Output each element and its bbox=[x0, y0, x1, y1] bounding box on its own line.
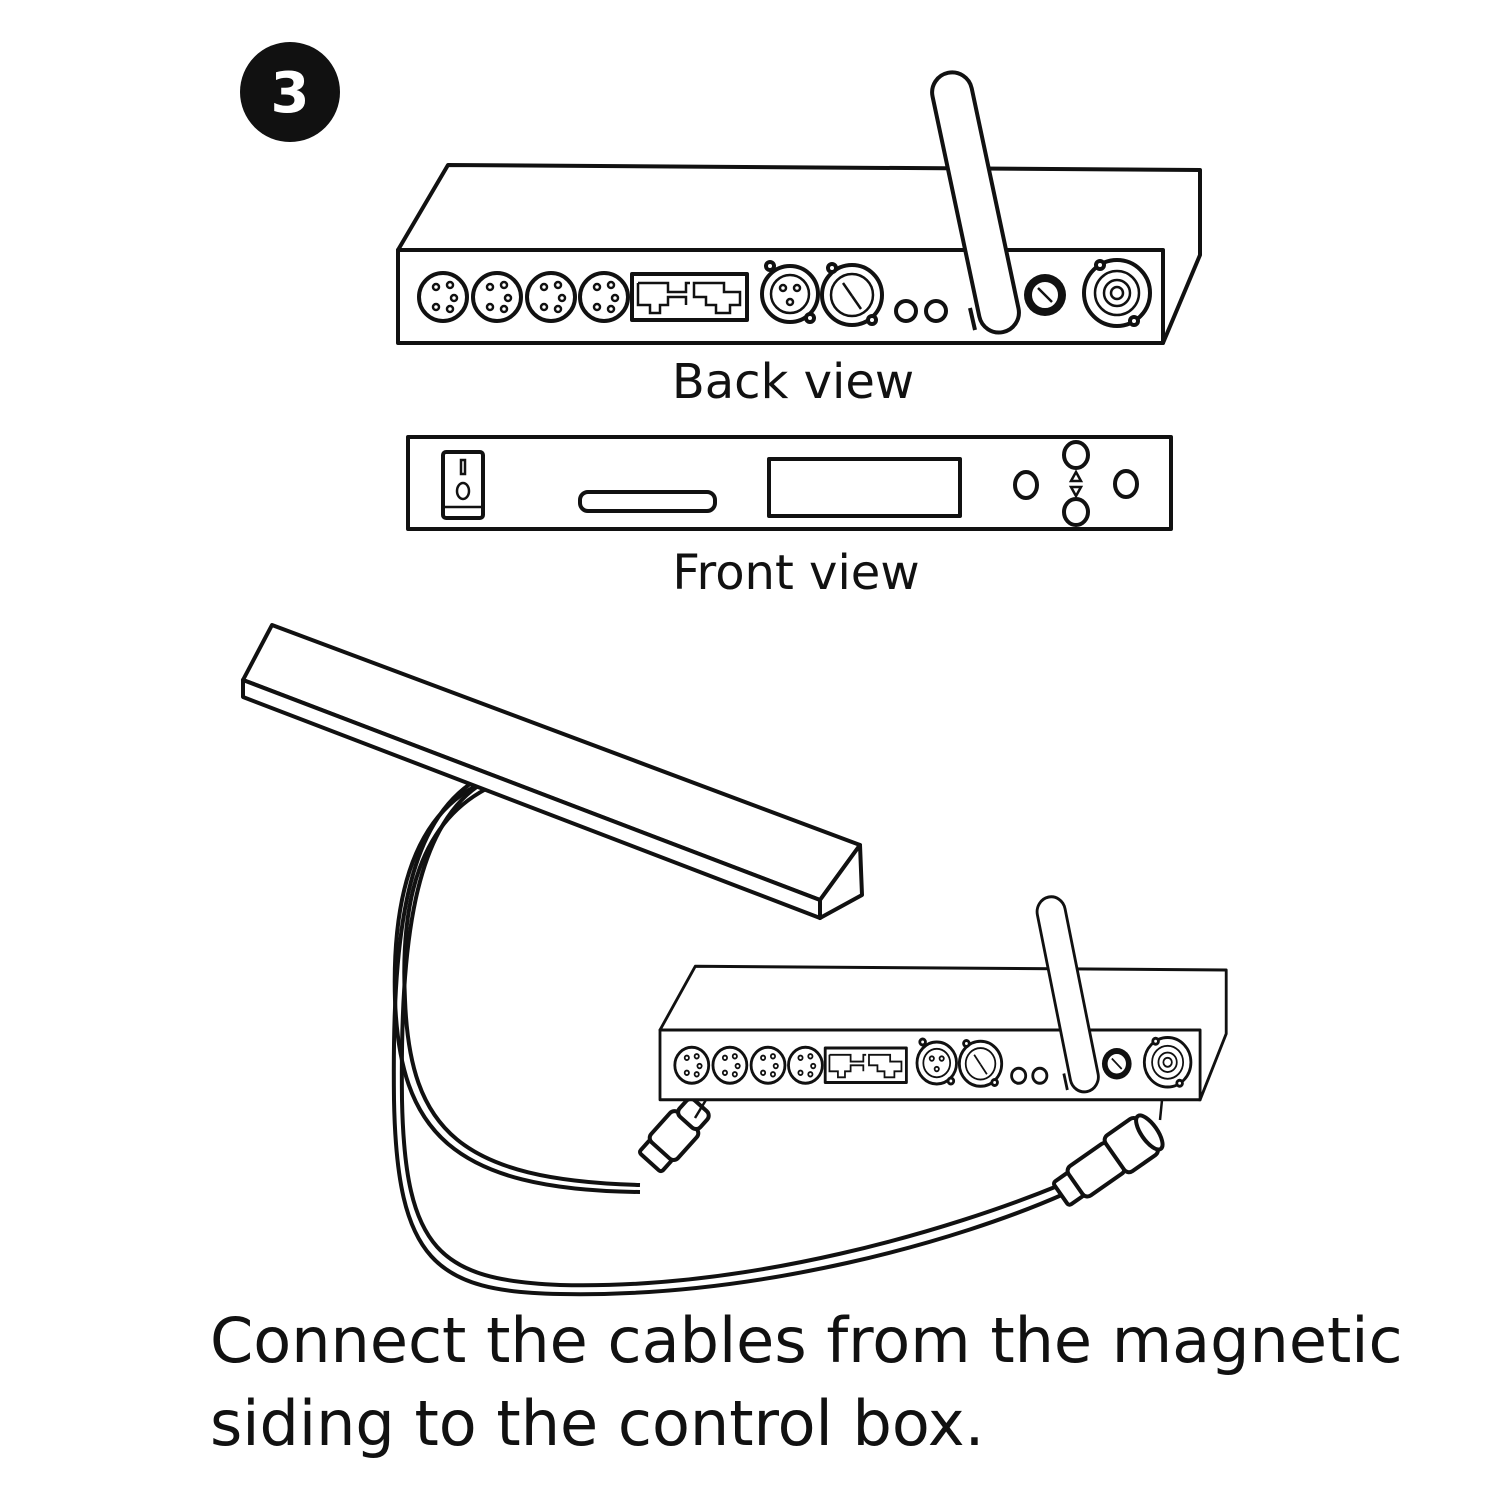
up-arrow-icon bbox=[1068, 469, 1084, 483]
magnetic-siding bbox=[241, 623, 864, 920]
din-plug bbox=[638, 1085, 715, 1174]
instruction-line-2: siding to the control box. bbox=[210, 1387, 984, 1460]
control-buttons bbox=[1013, 440, 1139, 527]
back-view-control-box bbox=[396, 66, 1202, 345]
step-number: 3 bbox=[271, 61, 310, 126]
front-view-control-box bbox=[406, 435, 1173, 531]
cables bbox=[391, 781, 1065, 1297]
front-view-label: Front view bbox=[672, 545, 919, 601]
connected-control-box bbox=[658, 892, 1228, 1102]
down-arrow-icon bbox=[1068, 485, 1084, 499]
power-switch bbox=[441, 450, 485, 520]
card-slot bbox=[578, 490, 717, 513]
instruction-line-1: Connect the cables from the magnetic bbox=[210, 1304, 1403, 1377]
step-badge: 3 bbox=[240, 42, 340, 142]
display-screen bbox=[767, 457, 962, 518]
back-view-label: Back view bbox=[672, 354, 914, 410]
powercon-plug bbox=[1051, 1084, 1166, 1207]
